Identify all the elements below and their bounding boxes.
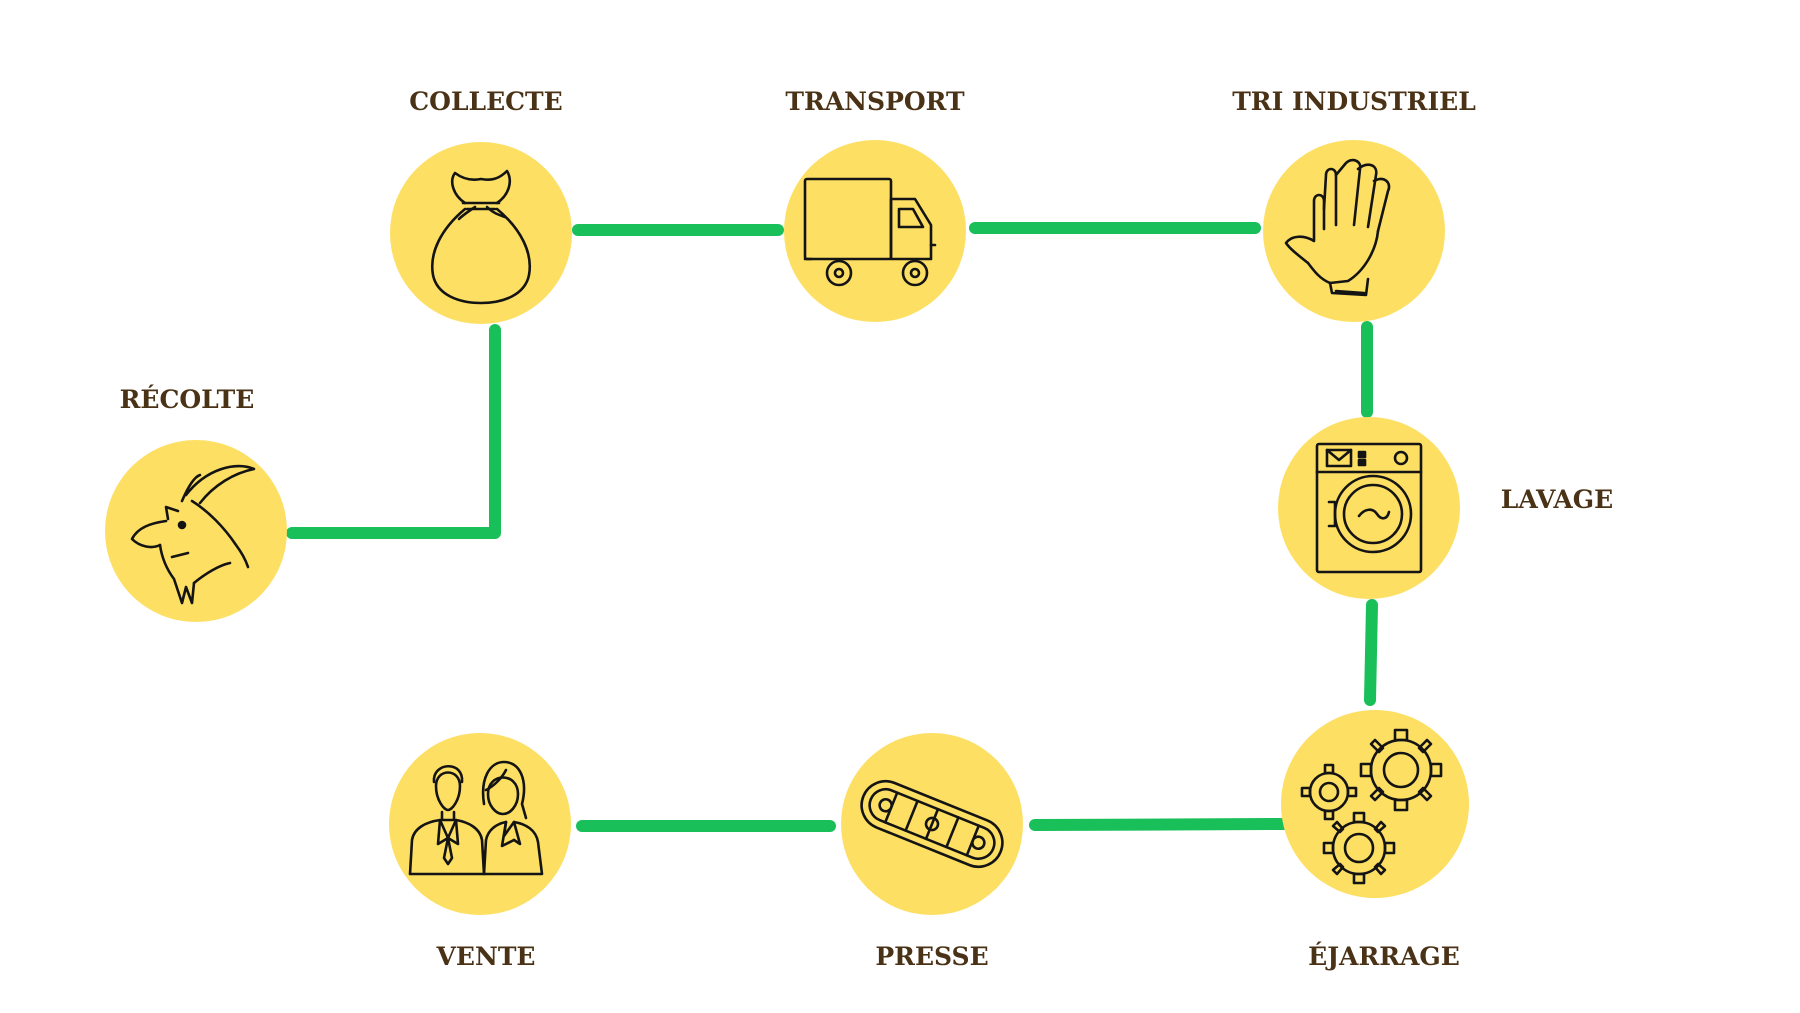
- hand-icon: [1284, 158, 1391, 297]
- step-node: [784, 140, 966, 322]
- step-node: [1263, 140, 1445, 322]
- step-label: COLLECTE: [409, 87, 562, 116]
- step-presse: PRESSE: [841, 733, 1023, 971]
- step-node: [1278, 417, 1460, 599]
- connector-ejarrage-presse: [1029, 818, 1291, 831]
- step-ejarrage: ÉJARRAGE: [1281, 710, 1469, 971]
- step-node: [1281, 710, 1469, 898]
- step-label: TRANSPORT: [785, 87, 965, 116]
- step-tri-industriel: TRI INDUSTRIEL: [1232, 87, 1476, 322]
- step-vente: VENTE: [389, 733, 571, 971]
- conveyor-icon: [860, 779, 1004, 869]
- step-node: [105, 440, 287, 622]
- people-icon: [408, 760, 544, 876]
- washing-machine-icon: [1315, 442, 1423, 574]
- connector-lavage-ejarrage: [1364, 599, 1378, 706]
- step-label: VENTE: [436, 942, 536, 971]
- step-label: TRI INDUSTRIEL: [1232, 87, 1476, 116]
- step-label: LAVAGE: [1501, 485, 1613, 514]
- sack-icon: [430, 169, 532, 305]
- step-recolte: RÉCOLTE: [105, 385, 287, 622]
- step-label: RÉCOLTE: [120, 385, 255, 414]
- gears-icon: [1300, 728, 1443, 885]
- connector-recolte-collecte: [286, 324, 501, 539]
- step-label: ÉJARRAGE: [1308, 942, 1460, 971]
- connectors: [286, 222, 1378, 832]
- step-lavage: LAVAGE: [1278, 417, 1613, 599]
- goat-icon: [130, 464, 256, 605]
- truck-icon: [803, 177, 937, 287]
- step-node: [390, 142, 572, 324]
- step-label: PRESSE: [875, 942, 988, 971]
- step-collecte: COLLECTE: [390, 87, 572, 324]
- step-transport: TRANSPORT: [784, 87, 966, 322]
- step-node: [389, 733, 571, 915]
